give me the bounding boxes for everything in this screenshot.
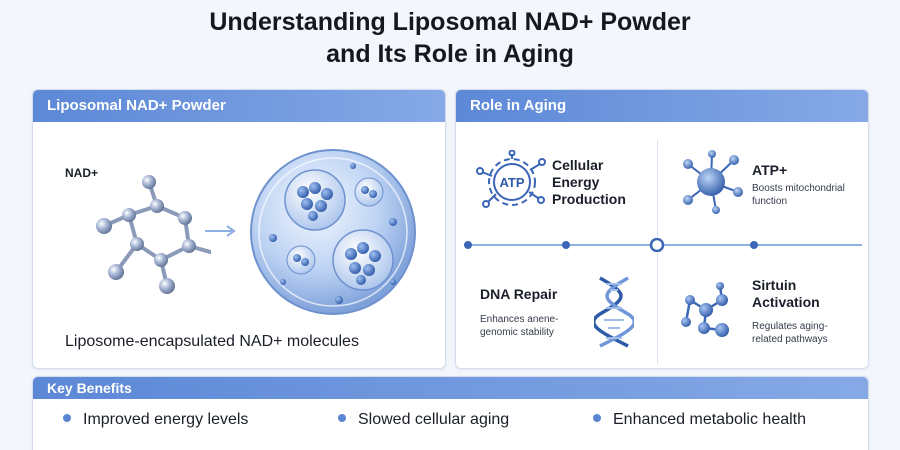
role-in-aging-panel: Role in Aging ATP Cellular Energy Produc… <box>455 89 869 369</box>
page-title: Understanding Liposomal NAD+ Powder and … <box>0 6 900 70</box>
bullet-dot-icon <box>593 413 601 422</box>
title-line: Cellular <box>552 157 604 173</box>
key-benefits-header: Key Benefits <box>33 377 868 399</box>
timeline-connector <box>464 238 862 252</box>
desc-line: related pathways <box>752 334 828 345</box>
desc-line: genomic stability <box>480 327 554 338</box>
nad-molecule-icon <box>96 175 211 294</box>
title-line-1: Understanding Liposomal NAD+ Powder <box>209 8 691 36</box>
arrow-right-icon <box>205 225 236 237</box>
title-line-2: and Its Role in Aging <box>326 40 574 68</box>
benefits-list: Improved energy levels Slowed cellular a… <box>33 411 868 441</box>
role-item-desc: Regulates aging- related pathways <box>752 320 867 346</box>
vertical-divider <box>657 140 658 365</box>
mitochondria-icon <box>683 150 743 214</box>
desc-line: Boosts mitochondrial <box>752 183 845 194</box>
role-item-title: Sirtuin Activation <box>752 277 867 311</box>
key-benefits-panel: Key Benefits Improved energy levels Slow… <box>32 376 869 450</box>
desc-line: Regulates aging- <box>752 321 828 332</box>
bullet-dot-icon <box>338 413 346 422</box>
atp-gear-icon: ATP <box>476 150 546 208</box>
benefit-item: Improved energy levels <box>63 411 248 429</box>
role-item-dna-repair: DNA Repair Enhances anene- genomic stabi… <box>480 286 610 339</box>
benefit-text: Improved energy levels <box>83 411 249 428</box>
role-item-title: ATP+ <box>752 162 788 178</box>
bullet-dot-icon <box>63 413 71 422</box>
desc-line: function <box>752 196 788 207</box>
benefit-text: Slowed cellular aging <box>358 411 510 428</box>
title-line: Production <box>552 191 626 207</box>
dna-helix-icon <box>594 276 634 348</box>
liposome-caption: Liposome-encapsulated NAD+ molecules <box>65 333 359 350</box>
benefit-item: Enhanced metabolic health <box>593 411 806 429</box>
molecule-cluster-icon <box>681 282 729 337</box>
role-item-title: Cellular Energy Production <box>552 157 626 208</box>
liposomal-panel-header: Liposomal NAD+ Powder <box>33 90 445 122</box>
title-line: Energy <box>552 174 600 190</box>
benefit-item: Slowed cellular aging <box>338 411 509 429</box>
desc-line: Enhances anene- <box>480 314 559 325</box>
liposomal-panel: Liposomal NAD+ Powder <box>32 89 446 369</box>
role-item-sirtuin: Sirtuin Activation Regulates aging- rela… <box>752 277 867 346</box>
role-item-atp: ATP+ Boosts mitochondrial function <box>752 162 867 208</box>
role-item-desc: Boosts mitochondrial function <box>752 182 867 208</box>
liposome-icon <box>250 149 416 315</box>
title-line: Activation <box>752 294 820 310</box>
role-item-title: DNA Repair <box>480 286 558 302</box>
role-panel-header: Role in Aging <box>456 90 868 122</box>
role-item-cellular-energy: Cellular Energy Production <box>552 157 626 208</box>
benefit-text: Enhanced metabolic health <box>613 411 807 428</box>
nad-label: NAD+ <box>65 166 99 180</box>
title-line: Sirtuin <box>752 277 797 293</box>
role-item-desc: Enhances anene- genomic stability <box>480 313 610 339</box>
atp-icon-text: ATP <box>499 175 524 190</box>
